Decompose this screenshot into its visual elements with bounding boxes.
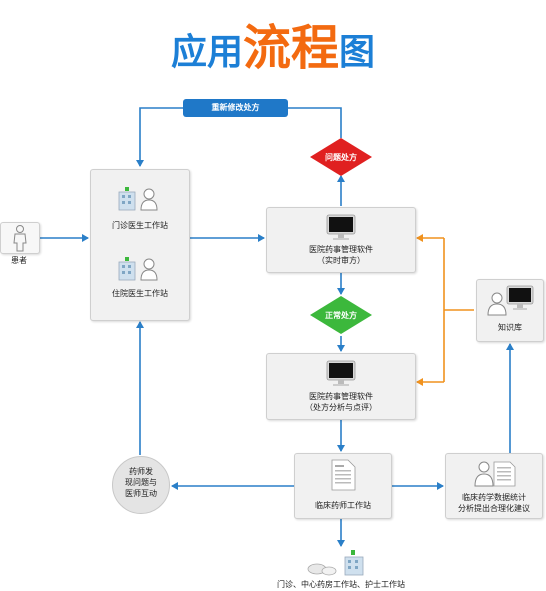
pharmacist-interaction-label: 药师发 现问题与 医师互动 [112,466,170,499]
knowledge-base-box: 知识库 [476,279,544,342]
hospital-building-icon [118,187,158,211]
patient-label: 患者 [11,256,27,265]
pharmacist-interaction-circle [112,456,170,514]
bottom-stations-label: 门诊、中心药房工作站、护士工作站 [277,580,405,589]
arrow-represcribe-to-station [136,107,183,167]
analysis-label2: （处方分析与点评） [305,403,377,412]
title-part1: 应用 [170,32,243,73]
stats-label2: 分析提出合理化建议 [458,504,530,513]
computer-monitor-icon [326,360,356,386]
computer-monitor-icon [326,214,356,240]
problem-prescription-label: 问题处方 [325,153,357,162]
page-title: 应用流程图 [0,8,546,78]
stats-label1: 临床药学数据统计 [462,493,526,502]
outpatient-station-label: 门诊医生工作站 [112,221,168,230]
stats-box: 临床药学数据统计 分析提出合理化建议 [445,453,543,519]
represcribe-pill: 重新修改处方 [183,99,288,117]
clinical-pharmacist-label: 临床药师工作站 [315,501,371,510]
analysis-box: 医院药事管理软件 （处方分析与点评） [266,353,416,420]
arrow-problem-to-represcribe [288,107,342,138]
computer-monitor-icon [487,285,534,316]
pharmacy-pills-icon [307,550,364,576]
title-part3: 图 [339,32,376,73]
hospital-building-icon [118,257,158,281]
title-part2: 流程 [242,20,339,76]
realtime-review-box: 医院药事管理软件 （实时审方） [266,207,416,273]
pharmacist-circle-line1: 药师发 [129,467,153,476]
doctor-person-icon [474,461,516,487]
clinical-pharmacist-box: 临床药师工作站 [294,453,392,519]
knowledge-base-label: 知识库 [498,323,522,332]
realtime-review-label2: （实时审方） [317,256,365,265]
pharmacist-circle-line2: 现问题与 [125,478,157,487]
doctor-stations-box: 门诊医生工作站 住院医生工作站 [90,169,190,321]
document-report-icon [331,459,356,491]
person-outline-icon [13,225,27,252]
analysis-label1: 医院药事管理软件 [309,392,373,401]
inpatient-station-label: 住院医生工作站 [112,289,168,298]
normal-diamond [310,296,372,334]
problem-diamond [310,138,372,176]
patient-box [0,222,40,254]
pharmacist-circle-line3: 医师互动 [125,489,157,498]
normal-prescription-label: 正常处方 [325,311,357,320]
realtime-review-label1: 医院药事管理软件 [309,245,373,254]
